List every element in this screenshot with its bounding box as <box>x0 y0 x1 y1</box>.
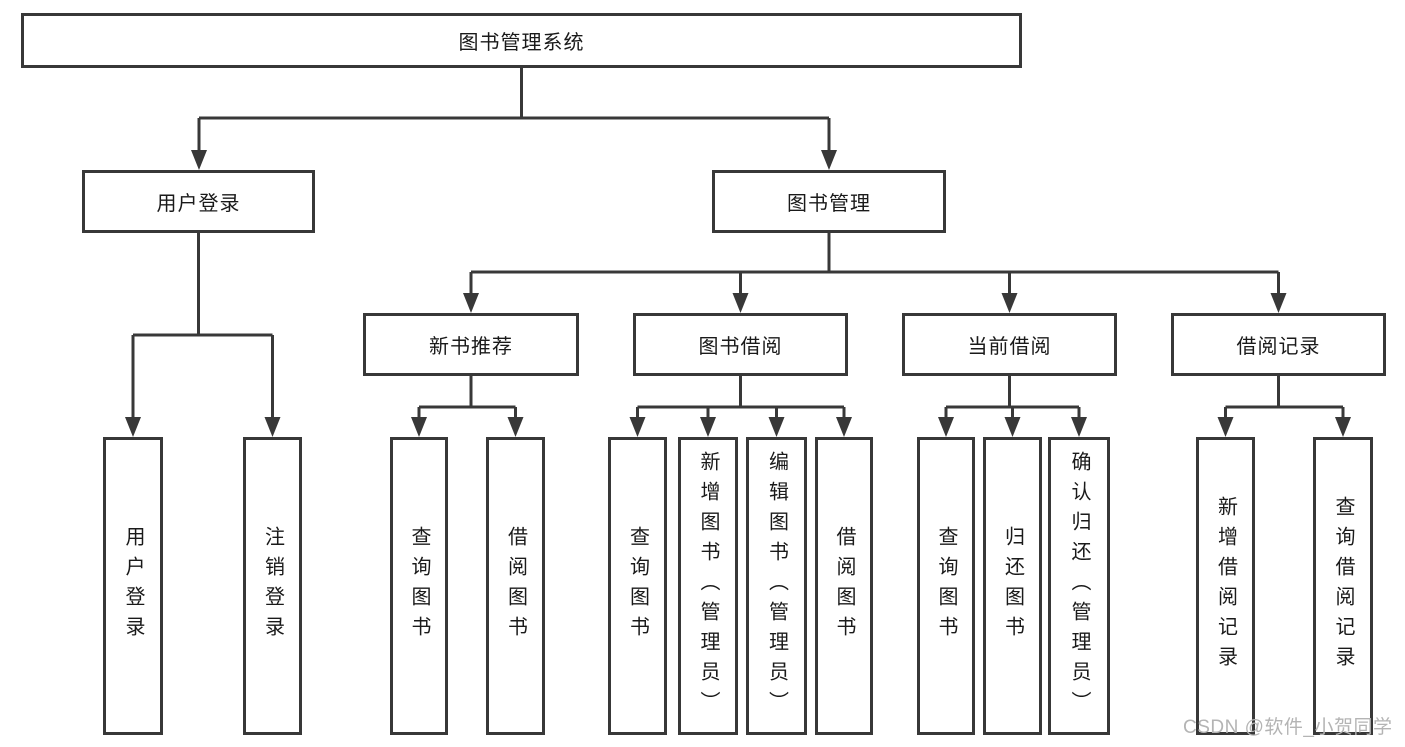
arrow-icon <box>629 417 646 437</box>
leaf-label: 确认归还（管理员） <box>1068 451 1090 721</box>
leaf-label: 新增图书（管理员） <box>697 451 719 721</box>
leaf-logout: 注销登录 <box>243 437 302 735</box>
leaf-add-books-admin: 新增图书（管理员） <box>678 437 738 735</box>
leaf-label: 用户登录 <box>122 526 144 646</box>
arrow-icon <box>1071 417 1087 437</box>
leaf-label: 查询图书 <box>408 526 430 646</box>
leaf-borrow-books-recommend: 借阅图书 <box>486 437 545 735</box>
leaf-label: 查询借阅记录 <box>1332 496 1354 676</box>
connector-book-borrow-to-leaves <box>636 376 846 420</box>
leaf-label: 借阅图书 <box>504 526 527 646</box>
leaf-query-books-recommend: 查询图书 <box>390 437 448 735</box>
arrow-icon <box>411 417 427 437</box>
arrow-icon <box>1335 417 1351 437</box>
node-borrow-record: 借阅记录 <box>1171 313 1386 376</box>
connector-new-book-recommend-to-leaves <box>417 376 517 420</box>
leaf-borrow-books: 借阅图书 <box>815 437 873 735</box>
connector-root-to-level2 <box>197 68 831 153</box>
leaf-label: 归还图书 <box>1001 526 1024 646</box>
node-user-login: 用户登录 <box>82 170 315 233</box>
connector-borrow-record-to-leaves <box>1224 376 1345 420</box>
leaf-label: 查询图书 <box>626 526 649 646</box>
leaf-query-books-borrow: 查询图书 <box>608 437 667 735</box>
arrow-icon <box>191 150 207 170</box>
leaf-return-books: 归还图书 <box>983 437 1042 735</box>
arrow-icon <box>836 417 852 437</box>
leaf-query-books-current: 查询图书 <box>917 437 975 735</box>
connector-current-borrow-to-leaves <box>944 376 1081 420</box>
csdn-watermark: CSDN @软件_小贺同学 <box>1183 717 1393 738</box>
arrow-icon <box>768 417 785 437</box>
node-book-management: 图书管理 <box>712 170 946 233</box>
leaf-label: 编辑图书（管理员） <box>765 451 788 721</box>
arrow-icon <box>1217 417 1234 437</box>
arrow-icon <box>732 293 749 313</box>
node-book-borrow: 图书借阅 <box>633 313 848 376</box>
leaf-user-login: 用户登录 <box>103 437 163 735</box>
arrow-icon <box>125 417 141 437</box>
leaf-label: 注销登录 <box>261 526 284 646</box>
arrow-icon <box>821 150 837 170</box>
arrow-icon <box>264 417 281 437</box>
arrow-icon <box>938 417 954 437</box>
leaf-query-borrow-record: 查询借阅记录 <box>1313 437 1373 735</box>
leaf-label: 查询图书 <box>935 526 957 646</box>
arrow-icon <box>507 417 524 437</box>
arrowheads <box>125 150 1351 437</box>
arrow-icon <box>463 293 479 313</box>
leaf-label: 借阅图书 <box>833 526 855 646</box>
leaf-add-borrow-record: 新增借阅记录 <box>1196 437 1255 735</box>
connector-book-management-to-level3 <box>469 233 1280 296</box>
leaf-label: 新增借阅记录 <box>1214 496 1237 676</box>
node-current-borrow: 当前借阅 <box>902 313 1117 376</box>
arrow-icon <box>1004 417 1021 437</box>
leaf-confirm-return-admin: 确认归还（管理员） <box>1048 437 1110 735</box>
leaf-edit-books-admin: 编辑图书（管理员） <box>746 437 807 735</box>
node-new-book-recommend: 新书推荐 <box>363 313 579 376</box>
connector-user-login-to-leaves <box>131 233 274 420</box>
arrow-icon <box>1001 293 1018 313</box>
arrow-icon <box>1270 293 1287 313</box>
arrow-icon <box>700 417 716 437</box>
node-library-management-system: 图书管理系统 <box>21 13 1022 68</box>
